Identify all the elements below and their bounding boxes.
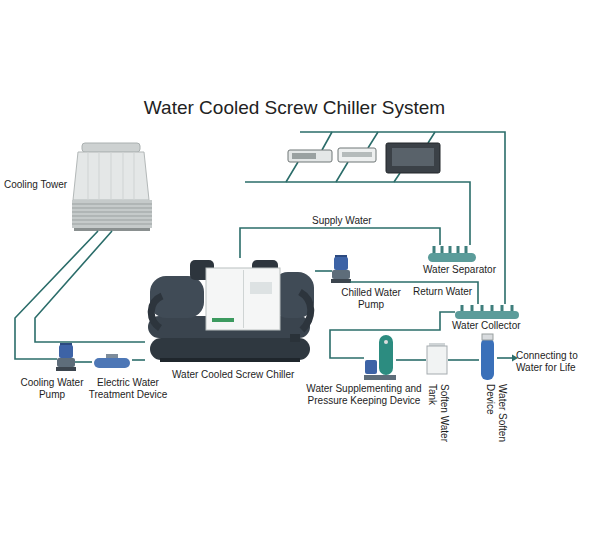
- control-panel: [206, 268, 280, 330]
- tank-body: [427, 346, 447, 374]
- pipe-connector: [350, 282, 478, 304]
- fan-coil-unit: [338, 148, 376, 162]
- equipment-node: Electric Water Treatment Device: [92, 354, 132, 370]
- tower-body: [73, 152, 149, 200]
- equipment-node: Soften Water Tank: [426, 344, 448, 376]
- tower-louver: [72, 200, 152, 228]
- softener-valve-head: [482, 334, 493, 340]
- softener-column: [481, 338, 494, 380]
- pipe-connector: [315, 270, 332, 272]
- equipment-node: Water Separator: [428, 245, 476, 263]
- cooling-water-pump-icon: [56, 343, 76, 371]
- water-treatment-icon: [94, 354, 130, 368]
- condenser-shell: [150, 338, 310, 360]
- equipment-node: Water Supplementing and Pressure Keeping…: [364, 335, 396, 381]
- skid-base: [364, 375, 396, 380]
- air-handler-unit: [386, 143, 440, 173]
- fan-coil-unit: [288, 150, 332, 162]
- expansion-vessel: [379, 335, 393, 375]
- fan-coil-units: [288, 143, 440, 173]
- water-softener-icon: [481, 334, 494, 380]
- water-nozzle: [290, 334, 300, 342]
- outlet-arrow: [497, 355, 518, 362]
- water-separator-icon: [428, 246, 476, 262]
- equipment-label: Water Separator: [423, 264, 496, 276]
- pump-base: [56, 367, 76, 371]
- equipment-label: Water Collector: [452, 320, 521, 332]
- note-label: Connecting to Water for Life: [516, 350, 588, 374]
- tower-ribs: [88, 152, 134, 200]
- pipe-connector: [35, 231, 145, 342]
- collector-header: [455, 311, 519, 319]
- chiller-foot: [160, 358, 300, 362]
- pump-motor: [59, 345, 73, 358]
- diagram-title: Water Cooled Screw Chiller System: [0, 97, 589, 119]
- makeup-pump: [365, 360, 377, 374]
- panel-window: [250, 282, 272, 294]
- equipment-label: Cooling Water Pump: [16, 377, 88, 401]
- separator-header: [428, 253, 476, 262]
- panel-badge: [212, 318, 234, 322]
- pump-base: [331, 279, 351, 283]
- tower-base: [74, 228, 150, 231]
- equipment-label: Electric Water Treatment Device: [86, 377, 170, 401]
- fan-coil-grille: [292, 153, 316, 159]
- pump-motor: [334, 257, 348, 270]
- chilled-water-pump-icon: [331, 255, 351, 283]
- pipe-connector: [330, 312, 455, 358]
- equipment-node: Water Collector: [455, 304, 519, 318]
- equipment-node: Cooling Water Pump: [57, 345, 75, 373]
- equipment-label: Water Supplementing and Pressure Keeping…: [302, 383, 426, 407]
- pressure-keeping-icon: [364, 335, 396, 380]
- fan-coil-grille: [342, 152, 372, 157]
- separator-stubs: [434, 246, 466, 253]
- supply-header-pipe: [245, 182, 470, 245]
- unit-branch-pipe: [286, 132, 435, 182]
- tower-louver-lines: [72, 204, 152, 224]
- air-handler-panel: [392, 148, 434, 166]
- treatment-body: [94, 358, 130, 368]
- equipment-label: Water Soften Device: [484, 384, 508, 448]
- equipment-label: Chilled Water Pump: [336, 287, 406, 311]
- screw-chiller-icon: [148, 260, 314, 362]
- equipment-node: Cooling Tower: [70, 143, 152, 231]
- pressure-gauge: [384, 340, 388, 344]
- pipe-label: Return Water: [413, 286, 472, 298]
- pipe-connector: [240, 228, 440, 258]
- pipe-label: Supply Water: [312, 215, 372, 227]
- equipment-label: Water Cooled Screw Chiller: [172, 369, 294, 381]
- pipe-connector: [75, 361, 92, 363]
- collector-stubs: [462, 305, 512, 311]
- pump-body: [57, 358, 75, 367]
- pipe-connector: [15, 231, 98, 359]
- panel-door-line: [243, 270, 244, 328]
- cooling-tower-icon: [72, 143, 152, 231]
- tower-fan-deck: [82, 143, 140, 152]
- soften-tank-icon: [427, 343, 447, 374]
- equipment-node: Water Soften Device: [479, 336, 497, 382]
- pipe-connector: [132, 359, 145, 361]
- equipment-node: Chilled Water Pump: [332, 257, 350, 285]
- pipe-connector: [396, 359, 426, 361]
- pump-body: [332, 270, 350, 279]
- water-collector-icon: [455, 305, 519, 319]
- pipe-connector: [448, 359, 479, 361]
- equipment-label: Cooling Tower: [4, 179, 67, 191]
- equipment-label: Soften Water Tank: [426, 384, 450, 448]
- equipment-node: Water Cooled Screw Chiller: [145, 258, 315, 362]
- outlet-line: [497, 357, 513, 359]
